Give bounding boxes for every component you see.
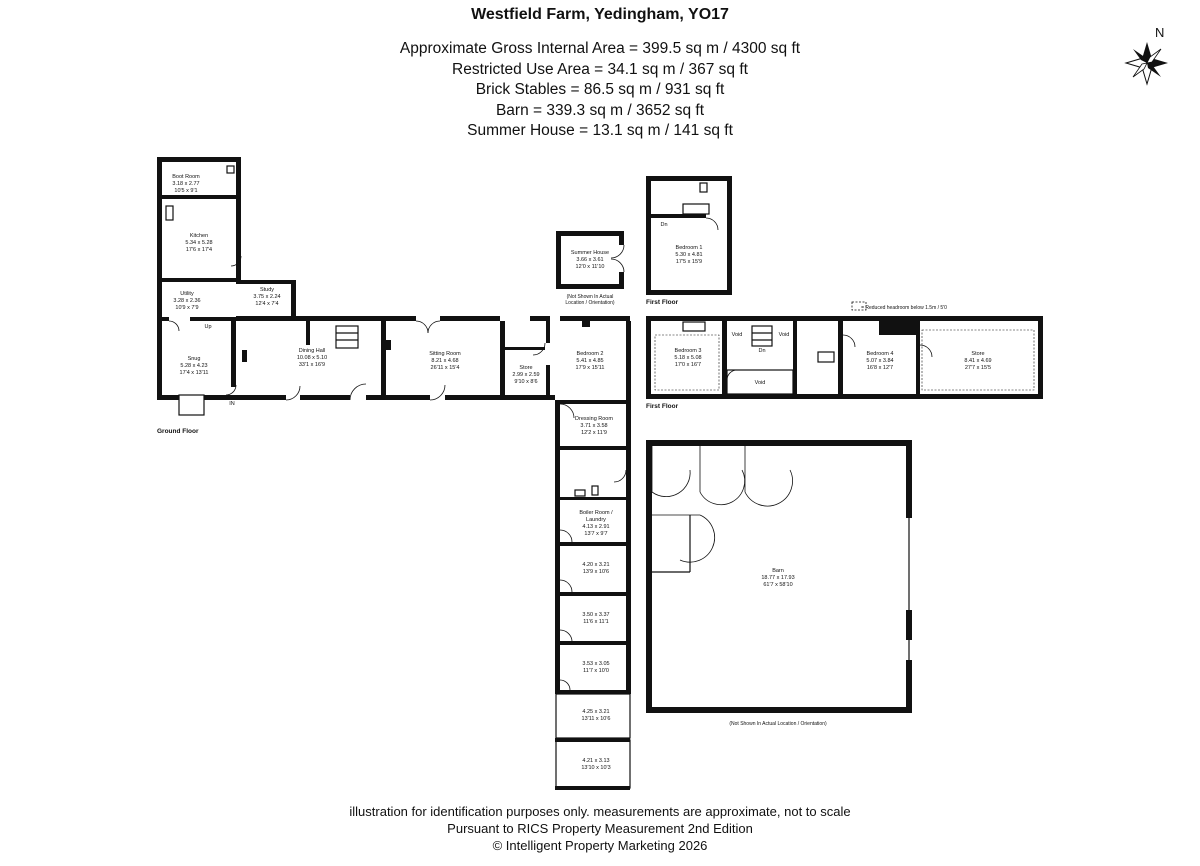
stable-4-imperial: 13'11 x 10'6 bbox=[582, 716, 611, 722]
compass-icon: N bbox=[1124, 25, 1168, 86]
headroom-key-swatch bbox=[851, 301, 867, 311]
barn-area: Barn = 339.3 sq m / 3652 sq ft bbox=[495, 102, 705, 119]
bedroom-2-imperial: 17'9 x 15'11 bbox=[576, 365, 605, 371]
bedroom-4-metric: 5.07 x 3.84 bbox=[866, 358, 893, 364]
study-metric: 3.75 x 2.24 bbox=[253, 294, 280, 300]
dining-hall-metric: 10.08 x 5.10 bbox=[297, 355, 327, 361]
store-first-name: Store bbox=[971, 351, 984, 357]
summer-house-name: Summer House bbox=[571, 250, 609, 256]
bedroom-3-metric: 5.18 x 5.08 bbox=[674, 355, 701, 361]
stable-4-metric: 4.25 x 3.21 bbox=[582, 709, 609, 715]
first-floor-label-b: First Floor bbox=[646, 403, 679, 410]
barn-plan bbox=[646, 440, 912, 713]
store-ground-metric: 2.99 x 2.59 bbox=[512, 372, 539, 378]
stable-3-imperial: 11'7 x 10'0 bbox=[583, 668, 609, 674]
stables-wing-plan bbox=[555, 400, 631, 790]
study-imperial: 12'4 x 7'4 bbox=[255, 301, 278, 307]
snug-name: Snug bbox=[188, 356, 201, 362]
void-label-b: Void bbox=[779, 332, 790, 338]
first-floor-label-a: First Floor bbox=[646, 299, 679, 306]
summer-house-note-line2: Location / Orientation) bbox=[565, 300, 615, 306]
stable-5-metric: 4.21 x 3.13 bbox=[582, 758, 609, 764]
brick-stables-area: Brick Stables = 86.5 sq m / 931 sq ft bbox=[475, 81, 725, 98]
kitchen-imperial: 17'6 x 17'4 bbox=[186, 247, 212, 253]
boiler-room-metric: 4.13 x 2.91 bbox=[582, 524, 609, 530]
snug-metric: 5.28 x 4.23 bbox=[180, 363, 207, 369]
disclaimer-text: illustration for identification purposes… bbox=[349, 804, 851, 819]
dn-label: Dn bbox=[660, 222, 667, 228]
boiler-room-imperial: 13'7 x 9'7 bbox=[584, 531, 607, 537]
first-floor-range-plan bbox=[646, 316, 1043, 399]
summer-house-area: Summer House = 13.1 sq m / 141 sq ft bbox=[467, 122, 733, 139]
first-floor-bedroom-1-plan bbox=[646, 176, 732, 295]
stable-3-metric: 3.53 x 3.05 bbox=[582, 661, 609, 667]
stable-1-metric: 4.20 x 3.21 bbox=[582, 562, 609, 568]
summer-house-imperial: 12'0 x 11'10 bbox=[576, 264, 605, 270]
bedroom-1-metric: 5.30 x 4.81 bbox=[675, 252, 702, 258]
bedroom-3-name: Bedroom 3 bbox=[675, 348, 702, 354]
boiler-room-name: Boiler Room / bbox=[579, 510, 613, 516]
compass-north-label: N bbox=[1155, 25, 1164, 40]
stable-1-imperial: 13'9 x 10'6 bbox=[583, 569, 609, 575]
store-ground-imperial: 9'10 x 8'6 bbox=[514, 379, 537, 385]
copyright-text: © Intelligent Property Marketing 2026 bbox=[492, 838, 708, 853]
summer-house-note: (Not Shown In Actual bbox=[567, 294, 614, 300]
stable-2-imperial: 11'6 x 11'1 bbox=[583, 619, 608, 625]
ground-floor-plan bbox=[157, 157, 631, 416]
bedroom-1-name: Bedroom 1 bbox=[676, 245, 703, 251]
ground-floor-label: Ground Floor bbox=[157, 428, 199, 435]
dining-hall-name: Dining Hall bbox=[299, 348, 326, 354]
summer-house-metric: 3.66 x 3.61 bbox=[576, 257, 603, 263]
entrance-label: IN bbox=[229, 401, 235, 407]
sitting-room-name: Sitting Room bbox=[429, 351, 461, 357]
kitchen-name: Kitchen bbox=[190, 233, 208, 239]
barn-metric: 18.77 x 17.93 bbox=[761, 575, 794, 581]
utility-metric: 3.28 x 2.36 bbox=[173, 298, 200, 304]
summer-house-plan bbox=[556, 231, 625, 289]
kitchen-metric: 5.34 x 5.28 bbox=[185, 240, 212, 246]
snug-imperial: 17'4 x 13'11 bbox=[180, 370, 209, 376]
dressing-room-imperial: 12'2 x 11'9 bbox=[581, 430, 607, 436]
dn-label-2: Dn bbox=[758, 348, 765, 354]
study-name: Study bbox=[260, 287, 274, 293]
boot-room-metric: 3.18 x 2.77 bbox=[172, 181, 199, 187]
stable-2-metric: 3.50 x 3.37 bbox=[582, 612, 609, 618]
headroom-key-label: = Reduced headroom below 1.5m / 5'0 bbox=[861, 305, 947, 311]
bedroom-1-imperial: 17'5 x 15'9 bbox=[676, 259, 702, 265]
store-ground-name: Store bbox=[519, 365, 532, 371]
bedroom-2-name: Bedroom 2 bbox=[577, 351, 604, 357]
dressing-room-name: Dressing Room bbox=[575, 416, 613, 422]
page-title: Westfield Farm, Yedingham, YO17 bbox=[471, 6, 729, 23]
restricted-use-area: Restricted Use Area = 34.1 sq m / 367 sq… bbox=[452, 61, 748, 78]
dining-hall-imperial: 33'1 x 16'9 bbox=[299, 362, 325, 368]
gross-internal-area: Approximate Gross Internal Area = 399.5 … bbox=[399, 40, 801, 57]
stable-5-imperial: 13'10 x 10'3 bbox=[581, 765, 610, 771]
barn-imperial: 61'7 x 58'10 bbox=[763, 582, 792, 588]
boot-room-name: Boot Room bbox=[172, 174, 200, 180]
store-first-metric: 8.41 x 4.69 bbox=[964, 358, 991, 364]
bedroom-4-imperial: 16'8 x 12'7 bbox=[867, 365, 893, 371]
boot-room-imperial: 10'5 x 9'1 bbox=[174, 188, 197, 194]
sitting-room-metric: 8.21 x 4.68 bbox=[431, 358, 458, 364]
barn-name: Barn bbox=[772, 568, 784, 574]
utility-name: Utility bbox=[180, 291, 194, 297]
store-first-imperial: 27'7 x 15'5 bbox=[965, 365, 991, 371]
boiler-room-name-line2: Laundry bbox=[586, 517, 606, 523]
utility-imperial: 10'9 x 7'9 bbox=[175, 305, 198, 311]
void-label-a: Void bbox=[732, 332, 743, 338]
bedroom-4-name: Bedroom 4 bbox=[867, 351, 894, 357]
sitting-room-imperial: 26'11 x 15'4 bbox=[431, 365, 460, 371]
bedroom-2-metric: 5.41 x 4.85 bbox=[576, 358, 603, 364]
rics-text: Pursuant to RICS Property Measurement 2n… bbox=[447, 821, 753, 836]
up-label: Up bbox=[204, 324, 211, 330]
dressing-room-metric: 3.71 x 3.58 bbox=[580, 423, 607, 429]
barn-note: (Not Shown In Actual Location / Orientat… bbox=[729, 721, 827, 727]
bedroom-3-imperial: 17'0 x 16'7 bbox=[675, 362, 701, 368]
void-label-c: Void bbox=[755, 380, 766, 386]
